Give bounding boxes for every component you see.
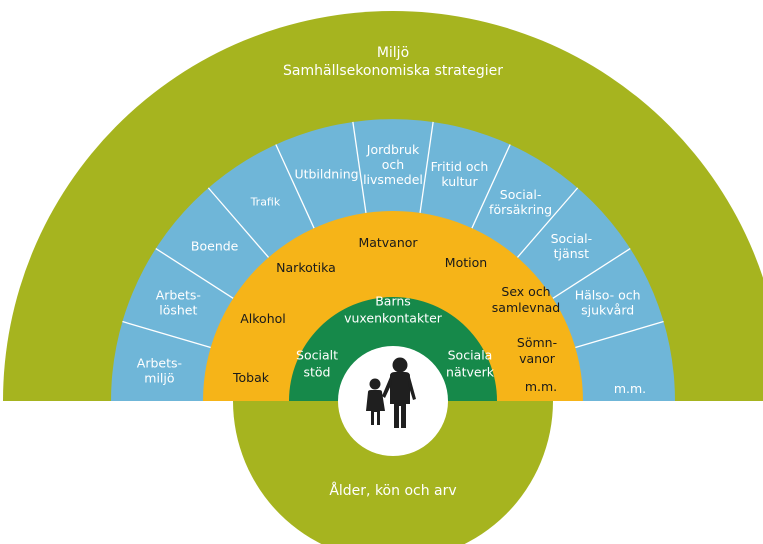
yellow-item-label-line: Sex och: [501, 284, 550, 299]
blue-segment-label-line: livsmedel: [363, 172, 423, 187]
green-right-label-line: Sociala: [448, 347, 493, 362]
yellow-item-label: Tobak: [232, 370, 270, 385]
blue-segment-label: Boende: [191, 238, 239, 253]
blue-segment-label-line: Fritid och: [431, 159, 489, 174]
yellow-item-label: Sömn-vanor: [517, 335, 557, 366]
blue-segment-label: Social-tjänst: [551, 230, 593, 260]
blue-segment-label-line: Utbildning: [294, 166, 358, 181]
blue-segment-label-line: Jordbruk: [366, 142, 420, 157]
blue-segment-label-line: löshet: [159, 302, 197, 317]
yellow-item-label-line: Sömn-: [517, 335, 557, 350]
blue-segment-label: Arbets-löshet: [156, 287, 201, 317]
green-right-label: Sociala nätverk: [446, 347, 495, 379]
blue-segment-label-line: miljö: [144, 370, 174, 385]
blue-segment-label-line: Boende: [191, 238, 239, 253]
blue-segment-label-line: Arbets-: [137, 355, 182, 370]
blue-segment-label-line: Trafik: [250, 195, 281, 208]
green-left-label-line: Socialt: [296, 347, 338, 362]
outer-ring-title-line: Samhällsekonomiska strategier: [283, 63, 503, 79]
blue-ring-divider: [419, 121, 434, 214]
yellow-item-label-line: Alkohol: [240, 311, 286, 326]
blue-segment-label-line: kultur: [441, 174, 478, 189]
yellow-item-label-line: Tobak: [232, 370, 270, 385]
blue-segment-label-line: försäkring: [489, 201, 552, 216]
yellow-item-label: Matvanor: [358, 235, 418, 250]
blue-segment-label-line: Social-: [551, 230, 593, 245]
blue-segment-label-line: och: [382, 157, 404, 172]
yellow-item-label-line: vanor: [519, 351, 556, 366]
blue-ring-divider: [275, 144, 315, 229]
blue-segment-label: Arbets-miljö: [137, 355, 182, 385]
blue-segment-label: Social-försäkring: [489, 186, 552, 216]
blue-segment-label-line: Hälso- och: [575, 287, 641, 302]
blue-ring-divider: [552, 247, 631, 299]
blue-ring-divider: [122, 320, 211, 349]
yellow-item-label-line: Matvanor: [358, 235, 418, 250]
green-top-label: Barns vuxenkontakter: [344, 293, 443, 325]
blue-segment-label: m.m.: [614, 381, 646, 396]
blue-segment-label-line: tjänst: [554, 245, 589, 260]
bottom-label: Ålder, kön och arv: [329, 482, 456, 499]
blue-segment-label-line: Social-: [500, 186, 542, 201]
green-top-label-line: Barns: [375, 293, 411, 308]
blue-ring-divider: [207, 187, 270, 258]
yellow-item-label-line: samlevnad: [492, 300, 560, 315]
green-right-label-line: nätverk: [446, 364, 495, 379]
blue-segment-label: Trafik: [250, 195, 281, 208]
blue-segment-label-line: Arbets-: [156, 287, 201, 302]
bottom-half-circle: [233, 401, 553, 544]
parent-child-icon: [366, 357, 416, 428]
blue-ring-divider: [471, 144, 511, 229]
yellow-item-label: Alkohol: [240, 311, 286, 326]
blue-ring-divider: [575, 320, 664, 349]
blue-segment-label: Utbildning: [294, 166, 358, 181]
yellow-item-label: Narkotika: [276, 260, 336, 275]
blue-segment-label-line: sjukvård: [581, 302, 634, 317]
blue-ring-divider: [155, 247, 234, 299]
blue-ring-divider: [516, 187, 579, 258]
yellow-item-label-line: m.m.: [525, 379, 557, 394]
outer-ring-title-line: Miljö: [377, 45, 409, 61]
yellow-item-label: Motion: [445, 255, 487, 270]
green-left-label: Socialt stöd: [296, 347, 338, 379]
blue-ring-divider: [352, 121, 367, 214]
green-left-label-line: stöd: [304, 364, 331, 379]
yellow-item-label-line: Narkotika: [276, 260, 336, 275]
green-top-label-line: vuxenkontakter: [344, 310, 443, 325]
yellow-item-label-line: Motion: [445, 255, 487, 270]
yellow-item-label: m.m.: [525, 379, 557, 394]
blue-segment-label-line: m.m.: [614, 381, 646, 396]
